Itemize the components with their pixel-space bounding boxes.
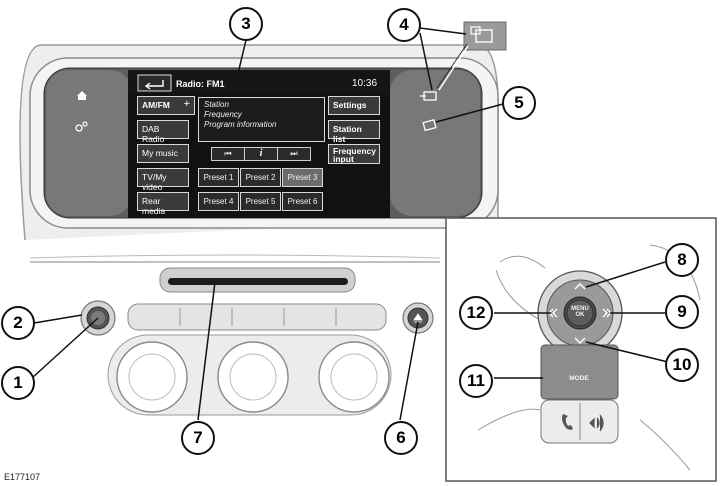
frequency-input-button[interactable]: Frequency input bbox=[328, 144, 380, 164]
right-softkey-bar bbox=[390, 70, 480, 216]
leader-1 bbox=[31, 317, 99, 379]
back-arrow-icon bbox=[144, 80, 164, 90]
wheel-mode-button bbox=[540, 344, 619, 400]
home-icon bbox=[77, 91, 87, 100]
leader-6 bbox=[399, 321, 419, 421]
menu-rear-media[interactable]: Rear media bbox=[137, 192, 189, 216]
figure-code: E177107 bbox=[4, 472, 41, 482]
callout-8: 8 bbox=[665, 243, 699, 277]
leader-8 bbox=[585, 261, 666, 288]
next-track-button[interactable]: ⏭ bbox=[277, 147, 311, 161]
preset-4[interactable]: Preset 4 bbox=[198, 192, 239, 211]
preset-6[interactable]: Preset 6 bbox=[282, 192, 323, 211]
preset-5[interactable]: Preset 5 bbox=[240, 192, 281, 211]
leader-5 bbox=[435, 103, 504, 123]
callout-10: 10 bbox=[665, 348, 699, 382]
callout-1: 1 bbox=[1, 366, 35, 400]
phone-icon bbox=[562, 414, 573, 430]
menu-my-music[interactable]: My music bbox=[137, 144, 189, 163]
preset-1[interactable]: Preset 1 bbox=[198, 168, 239, 187]
display-clock: 10:36 bbox=[352, 78, 378, 89]
vent-right bbox=[318, 341, 390, 413]
callout-12: 12 bbox=[459, 296, 493, 330]
info-frequency: Frequency bbox=[204, 110, 242, 119]
vent-center bbox=[217, 341, 289, 413]
rear-seat-icon bbox=[422, 119, 437, 132]
menu-tv-my-video[interactable]: TV/My video bbox=[137, 168, 189, 192]
callout-3: 3 bbox=[229, 7, 263, 41]
button-row bbox=[127, 303, 387, 331]
wheel-down-arrow bbox=[574, 337, 586, 345]
info-button[interactable]: i bbox=[244, 147, 278, 161]
voice-icon bbox=[589, 414, 604, 432]
info-program: Program information bbox=[204, 120, 277, 129]
left-softkey-bar bbox=[46, 70, 132, 216]
callout-7: 7 bbox=[181, 421, 215, 455]
am-fm-plus-icon: + bbox=[183, 98, 190, 110]
callout-2: 2 bbox=[1, 306, 35, 340]
station-info-box: Station Frequency Program information bbox=[198, 97, 325, 142]
vent-left bbox=[116, 341, 188, 413]
menu-dab-radio[interactable]: DAB Radio bbox=[137, 120, 189, 144]
callout-5: 5 bbox=[502, 86, 536, 120]
wheel-menu-label: MENU OK bbox=[568, 306, 592, 318]
callout-9: 9 bbox=[665, 295, 699, 329]
wheel-menu-text: MENU bbox=[571, 306, 589, 312]
info-station: Station bbox=[204, 100, 229, 109]
leader-2 bbox=[33, 314, 83, 324]
settings-bubbles-icon bbox=[75, 124, 83, 132]
display-topbar bbox=[128, 70, 390, 94]
leader-4a bbox=[419, 32, 433, 91]
wheel-up-arrow bbox=[574, 282, 586, 290]
back-button-frame bbox=[137, 74, 172, 92]
callout-11: 11 bbox=[459, 364, 493, 398]
leader-3 bbox=[235, 39, 247, 83]
display-source-label: Radio: FM1 bbox=[176, 79, 225, 89]
wheel-ok-text: OK bbox=[575, 312, 585, 318]
leader-4b bbox=[419, 27, 467, 35]
station-list-button[interactable]: Station list bbox=[328, 120, 380, 144]
preset-3[interactable]: Preset 3 bbox=[282, 168, 323, 187]
settings-button[interactable]: Settings bbox=[328, 96, 380, 115]
callout-4: 4 bbox=[387, 8, 421, 42]
icon-inset-box bbox=[463, 21, 507, 51]
leader-10 bbox=[585, 341, 669, 363]
callout-6: 6 bbox=[384, 421, 418, 455]
prev-track-button[interactable]: ⏮ bbox=[211, 147, 245, 161]
leader-7 bbox=[197, 281, 216, 421]
menu-am-fm-label: AM/FM bbox=[142, 100, 170, 110]
wheel-mode-label: MODE bbox=[569, 375, 589, 382]
menu-am-fm[interactable]: AM/FM + bbox=[137, 96, 195, 115]
preset-2[interactable]: Preset 2 bbox=[240, 168, 281, 187]
